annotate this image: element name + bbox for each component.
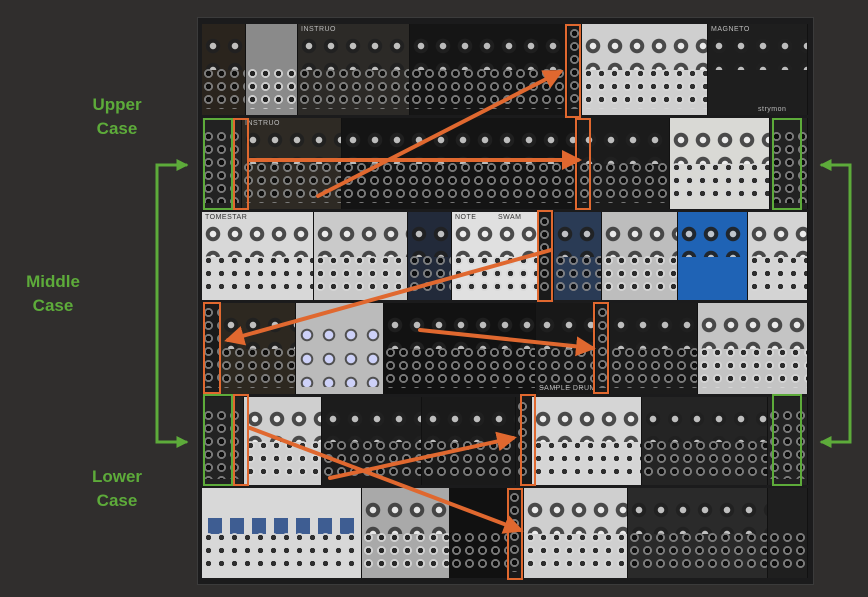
lower-case-left-link-module — [203, 394, 233, 486]
module — [610, 303, 698, 394]
patch-module-highlight — [537, 210, 553, 302]
patch-module-highlight — [507, 488, 523, 580]
module — [202, 488, 362, 578]
module — [410, 24, 568, 115]
upper-case-label: Upper Case — [92, 95, 142, 138]
upper-case-right-link-module — [772, 118, 802, 210]
rack-row-6 — [202, 488, 808, 578]
lower-case-right-link-module — [772, 394, 802, 486]
module — [670, 118, 770, 209]
module: SAMPLE DRUM — [536, 303, 596, 394]
patch-module-highlight — [565, 24, 581, 118]
module — [244, 397, 322, 485]
module — [602, 212, 678, 300]
module — [642, 397, 768, 485]
module — [698, 303, 808, 394]
module — [524, 488, 628, 578]
left-bracket — [155, 163, 189, 448]
module — [408, 212, 452, 300]
rack-row-2: INSTRUO — [202, 118, 808, 209]
patch-module-highlight — [203, 302, 221, 394]
module: INSTRUO — [242, 118, 342, 209]
module — [322, 397, 422, 485]
module — [578, 118, 670, 209]
module — [314, 212, 408, 300]
right-bracket — [819, 163, 852, 448]
module — [568, 24, 582, 115]
upper-case-left-link-module — [203, 118, 233, 210]
module — [596, 303, 610, 394]
module: TOMESTAR — [202, 212, 314, 300]
rack-row-5 — [202, 397, 808, 485]
module — [582, 24, 708, 115]
module — [554, 212, 602, 300]
module — [220, 303, 296, 394]
module — [296, 303, 384, 394]
module — [678, 212, 748, 300]
module — [532, 397, 642, 485]
module — [748, 212, 808, 300]
module — [450, 488, 508, 578]
module — [202, 24, 246, 115]
patch-module-highlight — [593, 302, 609, 394]
module — [422, 397, 516, 485]
patch-module-highlight — [520, 394, 536, 486]
module — [202, 397, 244, 485]
module — [342, 118, 578, 209]
patch-module-highlight — [233, 118, 249, 210]
lower-case-label: Lower Case — [91, 467, 143, 510]
module — [362, 488, 450, 578]
middle-case-label: Middle Case — [26, 272, 80, 315]
module — [246, 24, 298, 115]
rack-row-4: SAMPLE DRUM — [202, 303, 808, 394]
patch-module-highlight — [233, 394, 249, 486]
module — [768, 488, 808, 578]
module: INSTRUO — [298, 24, 410, 115]
module — [384, 303, 536, 394]
patch-module-highlight — [575, 118, 591, 210]
module — [628, 488, 768, 578]
